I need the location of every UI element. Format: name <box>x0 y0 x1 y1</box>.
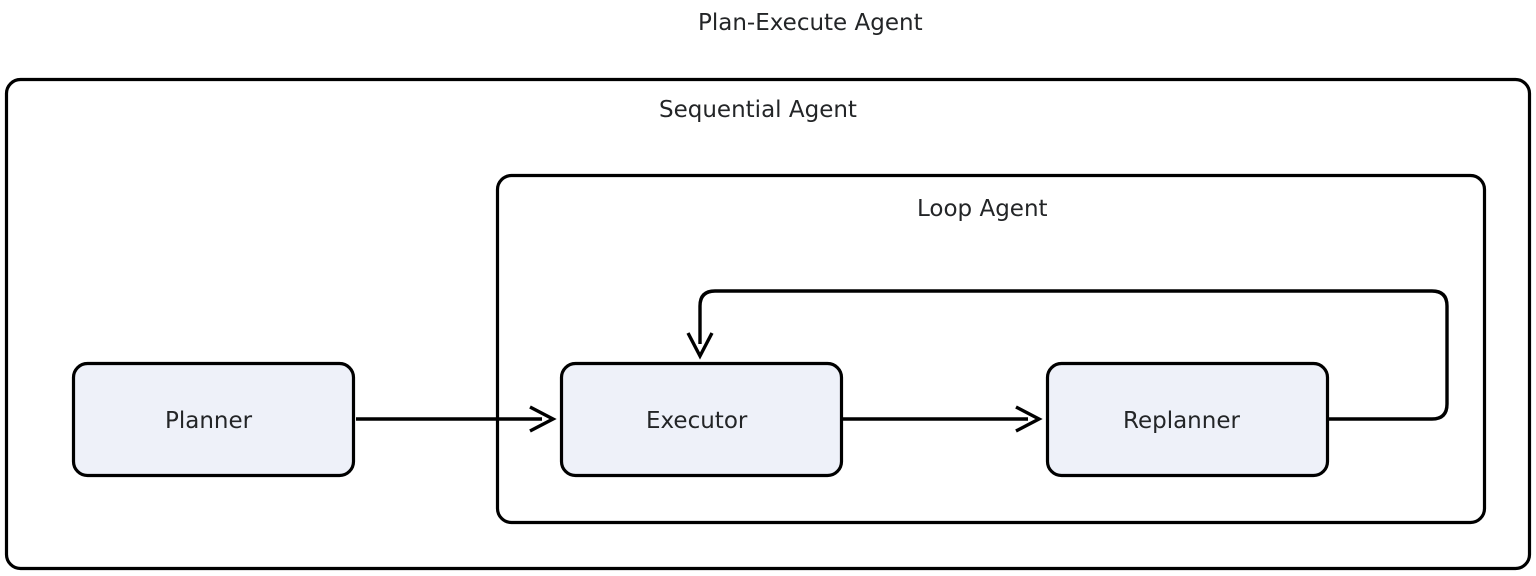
node-replanner[interactable] <box>1045 361 1330 478</box>
arrowhead-replanner-to-executor-loop <box>686 332 714 360</box>
node-label-executor: Executor <box>646 408 748 434</box>
node-label-replanner: Replanner <box>1123 408 1240 434</box>
edge-replanner-to-executor-loop <box>698 289 1449 421</box>
cluster-label-sequential-agent: Sequential Agent <box>659 97 857 123</box>
cluster-label-loop-agent: Loop Agent <box>917 196 1048 222</box>
arrowhead-planner-to-executor <box>529 405 557 433</box>
page-title: Plan-Execute Agent <box>698 10 923 36</box>
arrowhead-executor-to-replanner <box>1015 405 1043 433</box>
node-planner[interactable] <box>71 361 356 478</box>
node-executor[interactable] <box>559 361 844 478</box>
node-label-planner: Planner <box>165 408 253 434</box>
